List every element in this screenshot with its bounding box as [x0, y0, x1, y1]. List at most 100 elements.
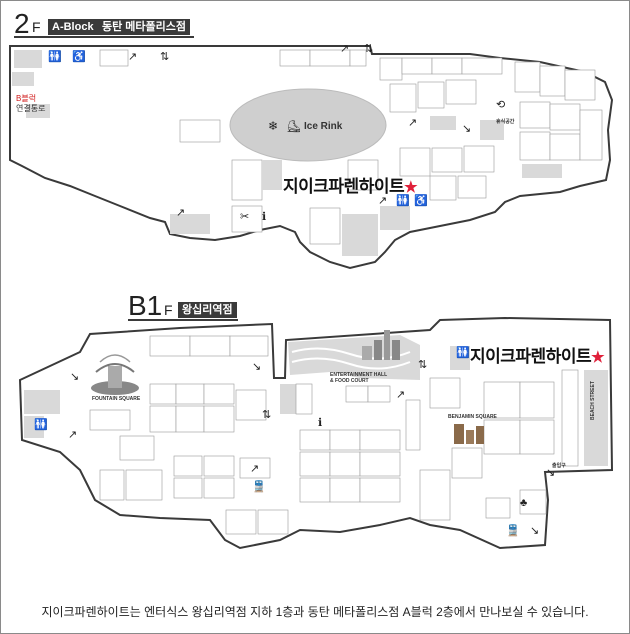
escalator-icon: ↗	[176, 207, 186, 219]
store-name-b1f: 지이크파렌하이트★	[470, 342, 605, 367]
room	[329, 477, 361, 503]
fountain-square-label: FOUNTAIN SQUARE	[92, 396, 141, 402]
room	[561, 369, 579, 467]
room	[231, 205, 263, 233]
restroom-icon: 🚻	[48, 51, 62, 63]
star-icon: ★	[404, 179, 418, 196]
room	[99, 469, 125, 501]
room	[125, 469, 163, 501]
room	[584, 370, 608, 466]
beach-street-label: BEACH STREET	[590, 381, 596, 420]
room	[14, 50, 42, 68]
escalator-icon: ↗	[378, 195, 388, 207]
room	[461, 57, 503, 75]
room	[173, 455, 203, 477]
floor-b1f-number: B1	[128, 290, 163, 321]
room	[483, 381, 521, 419]
escalator-icon: ↗	[128, 51, 138, 63]
room	[514, 61, 541, 93]
floor-2f-number: 2	[14, 8, 30, 39]
store-name-2f: 지이크파렌하이트★	[283, 172, 418, 197]
room	[329, 451, 361, 477]
room	[342, 214, 378, 256]
room	[175, 383, 205, 405]
room	[519, 489, 547, 515]
room	[345, 385, 369, 403]
train-icon: 🚆	[506, 525, 520, 537]
room	[539, 65, 566, 97]
room	[564, 69, 596, 101]
room	[430, 116, 456, 130]
room	[262, 160, 282, 190]
benjamin-square-label: BENJAMIN SQUARE	[448, 414, 497, 420]
escalator-icon: ↗	[396, 389, 406, 401]
room	[149, 335, 191, 357]
info-icon: ℹ	[318, 417, 323, 429]
room	[483, 419, 521, 455]
room	[280, 384, 296, 414]
restroom-icon: 🚻	[34, 419, 48, 431]
room	[549, 103, 581, 131]
room	[450, 346, 470, 370]
room	[26, 104, 50, 118]
escalator-icon: ↗	[68, 429, 78, 441]
escalator-icon: ↘	[70, 371, 80, 383]
floor-b1f-branch-tag: 왕십리역점	[178, 302, 237, 318]
connector-label-1: B블럭	[16, 94, 37, 103]
escalator-icon: ↘	[252, 361, 262, 373]
escalator-icon: ↗	[250, 463, 260, 475]
train-icon: 🚆	[252, 481, 266, 493]
elevator-icon: ⇅	[160, 51, 170, 63]
floor-2f-plan	[9, 45, 614, 270]
floor-b1f-plan	[18, 316, 614, 550]
room	[431, 147, 463, 173]
elevator-icon: ⇅	[418, 359, 428, 371]
room	[399, 147, 431, 177]
room	[239, 457, 271, 479]
room	[367, 385, 391, 403]
room	[405, 399, 421, 451]
exit-label: 출입구	[552, 463, 566, 469]
room	[12, 72, 34, 86]
skater-icon: ⛸	[286, 119, 302, 133]
room	[299, 429, 331, 451]
room	[24, 390, 60, 414]
room	[359, 477, 401, 503]
escalator-icon: ↗	[408, 117, 418, 129]
room	[203, 383, 235, 405]
room	[170, 214, 210, 234]
room	[173, 477, 203, 499]
elevator-icon: ⇅	[262, 409, 272, 421]
room	[451, 447, 483, 479]
room	[429, 175, 457, 201]
ice-rink-label: Ice Rink	[304, 121, 343, 132]
room	[419, 469, 451, 521]
room	[189, 335, 231, 357]
room	[203, 477, 235, 499]
room	[175, 405, 205, 433]
room	[299, 451, 331, 477]
room	[203, 455, 235, 477]
room	[579, 109, 603, 161]
room	[463, 145, 495, 173]
escalator-icon: ↘	[546, 467, 556, 479]
floor-b1f-underline	[128, 319, 238, 321]
room	[349, 49, 367, 67]
escalator-icon: ↘	[530, 525, 540, 537]
escalator-icon: ↗	[340, 43, 350, 55]
room	[229, 335, 269, 357]
room	[231, 159, 263, 201]
rest-area-icon: ⟲	[496, 99, 506, 111]
room	[457, 175, 487, 199]
room	[24, 416, 44, 438]
room	[380, 206, 410, 230]
room	[401, 57, 433, 75]
floor-2f-underline	[14, 36, 194, 38]
floor-2f-suffix: F	[32, 19, 41, 35]
room	[179, 119, 221, 143]
escalator-icon: ↘	[462, 123, 472, 135]
room	[235, 389, 267, 421]
room	[359, 451, 401, 477]
rest-area-label: 휴식공간	[496, 119, 515, 125]
